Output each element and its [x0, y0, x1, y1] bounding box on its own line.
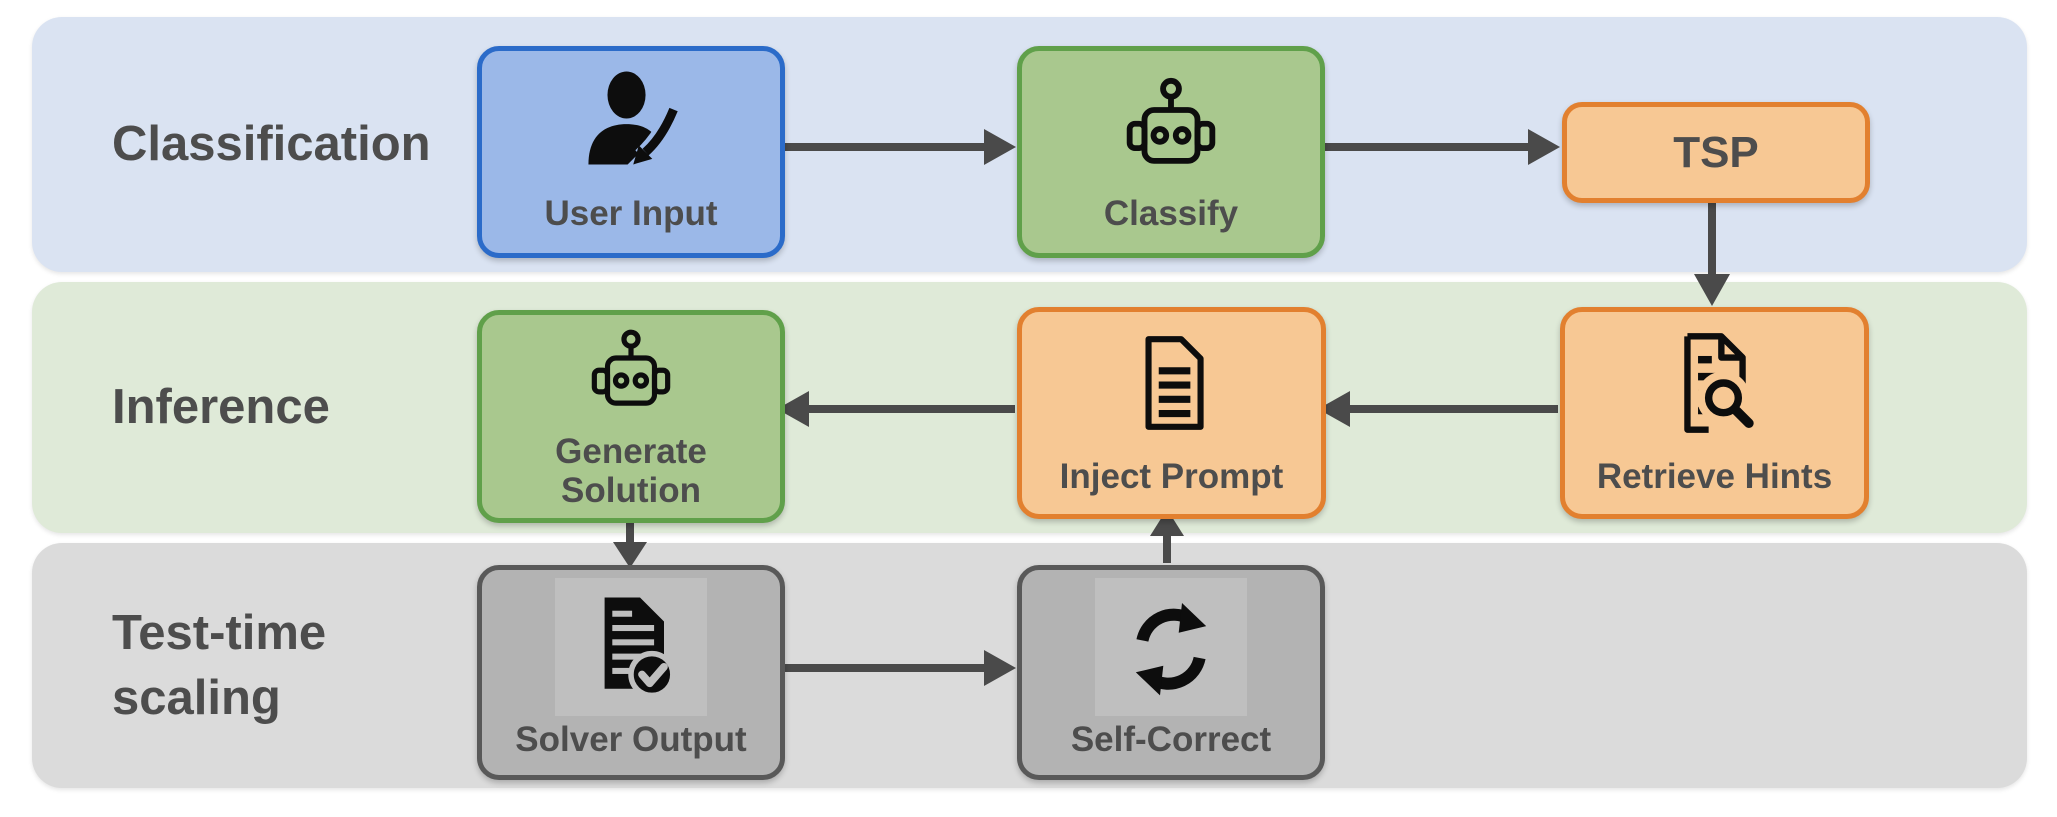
band-label-classification: Classification — [112, 117, 431, 172]
node-label: Self-Correct — [1070, 719, 1272, 759]
node-inject-prompt: Inject Prompt — [1017, 307, 1326, 519]
band-label-test-time-scaling: Test-time scaling — [112, 605, 327, 725]
node-generate-solution: Generate Solution — [477, 310, 785, 523]
document-search-icon — [1662, 330, 1768, 436]
document-check-icon — [576, 592, 686, 702]
node-classify: Classify — [1017, 46, 1325, 258]
node-label: Solver Output — [515, 719, 747, 759]
node-label: Generate Solution — [555, 431, 707, 510]
node-label: Classify — [1103, 193, 1239, 233]
node-self-correct: Self-Correct — [1017, 565, 1325, 780]
node-label: TSP — [1673, 127, 1759, 177]
band-label-inference: Inference — [112, 380, 330, 435]
refresh-icon — [1116, 592, 1226, 702]
user-edit-icon — [575, 67, 687, 179]
node-tsp: TSP — [1562, 102, 1870, 203]
icon-backdrop — [1095, 578, 1247, 716]
document-icon — [1121, 332, 1223, 434]
node-label: Retrieve Hints — [1596, 456, 1833, 496]
node-user-input: User Input — [477, 46, 785, 258]
robot-icon — [1118, 75, 1224, 181]
robot-icon — [584, 327, 678, 421]
node-label: Inject Prompt — [1059, 456, 1284, 496]
node-label: User Input — [544, 193, 718, 233]
node-solver-output: Solver Output — [477, 565, 785, 780]
icon-backdrop — [555, 578, 707, 716]
node-retrieve-hints: Retrieve Hints — [1560, 307, 1869, 519]
